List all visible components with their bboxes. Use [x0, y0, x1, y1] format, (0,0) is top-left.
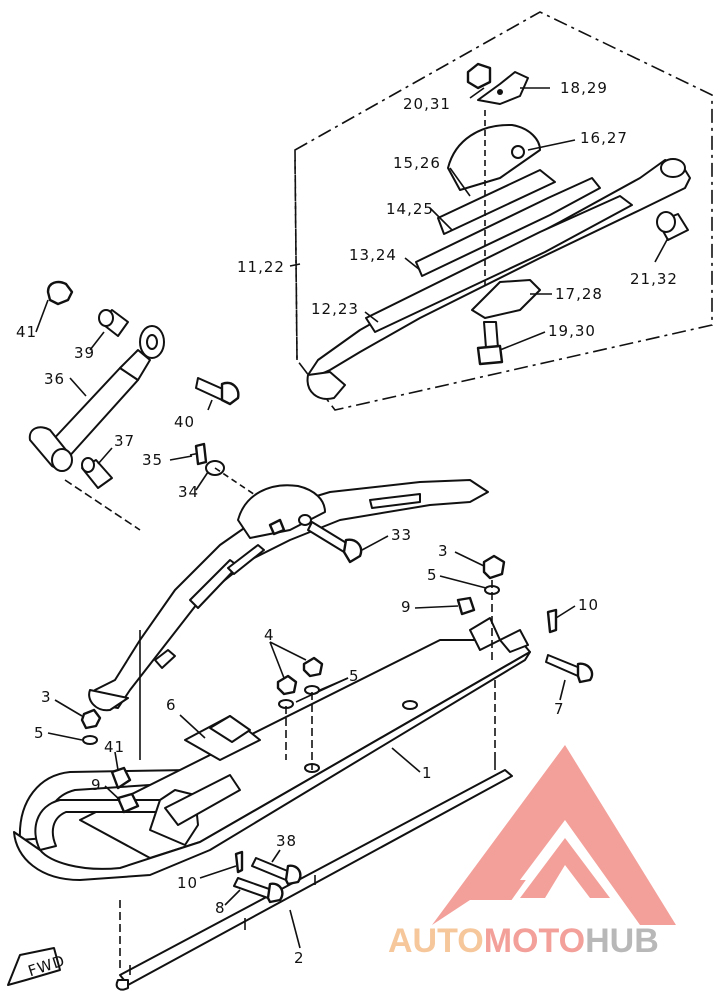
callout: 9	[91, 776, 102, 794]
shock-absorber-assembly	[28, 280, 165, 531]
inset-boundary	[294, 11, 713, 411]
callout: 41	[104, 738, 125, 756]
watermark-text-auto: AUTO	[388, 922, 484, 960]
callout: 38	[276, 832, 297, 850]
callout: 15,26	[393, 154, 441, 172]
callout: 12,23	[311, 300, 359, 318]
hardware-small-parts	[189, 377, 271, 506]
callout: 2	[294, 949, 305, 967]
callout: 7	[554, 700, 565, 718]
callout: 11,22	[237, 258, 285, 276]
callout: 5	[427, 566, 438, 584]
callout: 9	[401, 598, 412, 616]
callout: 5	[34, 724, 45, 742]
watermark-text-moto: MOTO	[484, 922, 585, 960]
callout: 10	[578, 596, 599, 614]
callout: 16,27	[580, 129, 628, 147]
ski-body	[13, 617, 531, 991]
callout: 3	[438, 542, 449, 560]
callout: 36	[44, 370, 65, 388]
ski-hardware	[80, 554, 594, 970]
watermark-logo	[432, 745, 676, 925]
callout: 34	[178, 483, 199, 501]
callout: 33	[391, 526, 412, 544]
callout: 5	[349, 667, 360, 685]
callout: 41	[16, 323, 37, 341]
callout: 14,25	[386, 200, 434, 218]
callout: 19,30	[548, 322, 596, 340]
leader-lines	[35, 87, 669, 949]
callout: 3	[41, 688, 52, 706]
callout: 4	[264, 626, 275, 644]
ski-leaf-spring	[88, 479, 489, 712]
callout: 35	[142, 451, 163, 469]
callout: 37	[114, 432, 135, 450]
callout: 21,32	[630, 270, 678, 288]
callout: 6	[166, 696, 177, 714]
callout: 39	[74, 344, 95, 362]
callout: 17,28	[555, 285, 603, 303]
callout: 40	[174, 413, 195, 431]
leaf-spring-assembly	[306, 62, 691, 400]
callout: 10	[177, 874, 198, 892]
callout: 1	[422, 764, 433, 782]
fwd-arrow: FWD	[7, 947, 68, 986]
callout-labels: 20,31 18,29 16,27 15,26 14,25 11,22 13,2…	[16, 79, 678, 967]
svg-text:AUTOMOTOHUB: AUTOMOTOHUB	[388, 922, 659, 960]
callout: 20,31	[403, 95, 451, 113]
callout: 18,29	[560, 79, 608, 97]
watermark-text-hub: HUB	[585, 922, 659, 960]
callout: 8	[215, 899, 226, 917]
callout: 13,24	[349, 246, 397, 264]
